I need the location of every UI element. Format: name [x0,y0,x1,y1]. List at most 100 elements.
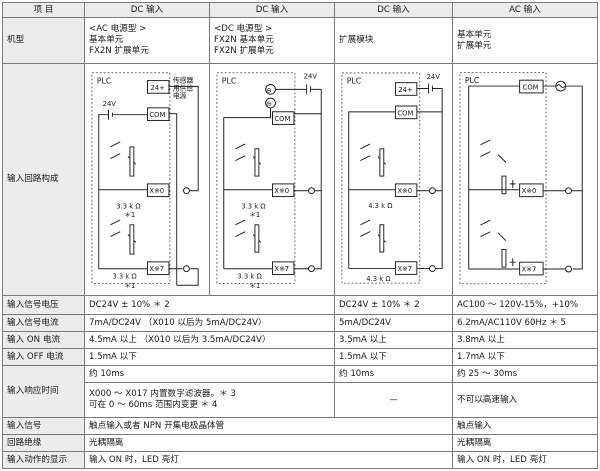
input-contact [565,186,572,194]
model-text: FX2N 扩展单元 [89,46,149,56]
header-ac-input: AC 输入 [452,2,598,18]
wire [543,85,583,270]
wire [348,110,396,269]
input-circuit-diagram-3: PLC 24V 24+ COM X※0 4.3 k Ω X※7 [341,72,443,284]
terminal-x7 [272,260,295,275]
wire [275,88,322,114]
header-dc-input-2: DC 输入 [209,2,335,18]
tail-value: 输入 ON 时，LED 亮灯 [452,451,598,469]
model-cell-4: 基本单元 扩展单元 [452,17,598,64]
wire [223,107,272,269]
terminal-com-label: COM [274,115,290,123]
footnote-mark: ＊1 [249,211,260,219]
response-value: 约 25 ～ 30ms [452,365,598,383]
terminal-x7-label: X※7 [397,264,412,272]
resistor [501,248,507,268]
resistor [501,175,507,194]
dc-minus-symbol: ⊖ [266,86,272,94]
spec-value: 1.7mA 以下 [452,348,598,366]
terminal-x7 [147,260,170,275]
model-text: 扩展单元 [457,40,492,51]
terminal-x0-label: X※0 [397,187,412,195]
terminal-x0 [519,182,544,197]
plc-label: PLC [347,76,361,85]
response-value: 约 10ms [334,365,453,383]
plc-label: PLC [97,76,112,85]
model-text: 扩展模块 [339,35,374,45]
wire [468,85,520,269]
optocoupler-led [110,141,121,237]
spec-value: AC100 ～ 120V-15%，+10% [452,295,598,315]
resistor [254,223,260,253]
input-contact [429,186,436,194]
input-resistance: 3.3 k Ω [112,272,136,280]
circuit-cell-1: PLC 24+ 传感器 用供给 电源 24V COM X※0 [84,63,210,296]
response-label: 输入响应时间 [2,365,85,418]
model-text: FX2N 基本单元 [214,35,274,45]
tail-value: 光耦隔离 [84,434,453,452]
spec-value: 5mA/DC24V [334,314,453,332]
spec-value: 6.2mA/AC110V 60Hz ＊ 5 [452,314,598,332]
spec-value: 7mA/DC24V （X010 以后为 5mA/DC24V） [84,314,335,332]
tail-value: 触点输入 [452,417,598,435]
wire [168,85,199,285]
optocoupler-led [235,142,246,237]
model-text: 基本单元 [89,35,124,45]
spec-value: DC24V ± 10% ＊ 2 [334,295,453,315]
circuit-row: 输入回路构成 PLC 24+ 传感器 用供给 电源 24V COM [2,63,598,296]
input-contact [183,186,190,194]
wire [543,189,583,270]
response-value: — [334,382,453,418]
tail-label: 输入动作的显示 [2,451,85,469]
footnote-mark: ＊1 [124,211,135,219]
terminal-com [147,106,170,121]
input-contact [429,264,436,272]
footnote-mark: ＊1 [249,282,260,290]
spec-row: 输入信号电压 DC24V ± 10% ＊ 2 DC24V ± 10% ＊ 2 A… [2,295,598,315]
model-label: 机型 [2,17,85,64]
header-row: 项 目 DC 输入 DC 输入 DC 输入 AC 输入 [2,2,598,18]
spec-label: 输入信号电压 [2,295,85,315]
input-circuit-diagram-2: PLC 24V ⊖ ⊖ COM X※0 3.3 k Ω [216,71,322,290]
model-cell-2: <DC 电源型 > FX2N 基本单元 FX2N 扩展单元 [209,17,335,64]
spec-row: 输入信号电流 7mA/DC24V （X010 以后为 5mA/DC24V） 5m… [2,314,598,332]
spec-label: 输入信号电流 [2,314,85,332]
input-circuit-diagram-4: PLC COM X※0 X※7 [459,71,583,284]
input-resistance: 3.3 k Ω [116,202,140,210]
resistor [379,147,385,177]
terminal-x0-label: X※0 [149,187,164,195]
terminal-com-label: COM [397,109,413,117]
wire [293,113,322,269]
model-text: <AC 电源型 > [89,24,147,34]
circuit-label: 输入回路构成 [2,63,85,296]
tail-value: 光耦隔离 [452,434,598,452]
terminal-x7-label: X※7 [522,265,537,273]
model-cell-3: 扩展模块 [334,17,453,64]
resistor [129,223,135,255]
tail-row: 输入动作的显示 输入 ON 时，LED 亮灯 输入 ON 时，LED 亮灯 [2,451,598,469]
resistor [129,145,135,177]
response-value: 不可以高速输入 [452,382,598,418]
input-contact [308,264,315,272]
model-row: 机型 <AC 电源型 > 基本单元 FX2N 扩展单元 <DC 电源型 > FX… [2,17,598,64]
spec-row: 输入 ON 电流 4.5mA 以上 （X010 以后为 3.5mA/DC24V）… [2,331,598,349]
tail-value: 触点输入或者 NPN 开集电极晶体管 [84,417,453,435]
header-dc-input-1: DC 输入 [84,2,210,18]
footnote-mark: ＊1 [124,282,135,290]
sensor-supply-note: 用供给 [173,83,194,92]
terminal-x7 [519,261,544,275]
response-row: 输入响应时间 约 10ms 约 10ms 约 25 ～ 30ms [2,365,598,418]
terminal-24plus-label: 24+ [150,83,164,91]
supply-voltage-label: 24V [427,72,441,80]
optocoupler-led [360,143,371,237]
wire [416,111,443,269]
plc-label: PLC [465,76,480,85]
supply-voltage-label: 24V [103,99,117,107]
terminal-com [272,110,295,125]
tail-row: 输入信号 触点输入或者 NPN 开集电极晶体管 触点输入 [2,417,598,435]
dc-minus-symbol: ⊖ [266,99,272,107]
terminal-com-label: COM [149,111,165,119]
terminal-x7-label: X※7 [149,265,164,273]
plc-label: PLC [222,76,237,85]
sensor-supply-note: 电源 [173,91,187,100]
